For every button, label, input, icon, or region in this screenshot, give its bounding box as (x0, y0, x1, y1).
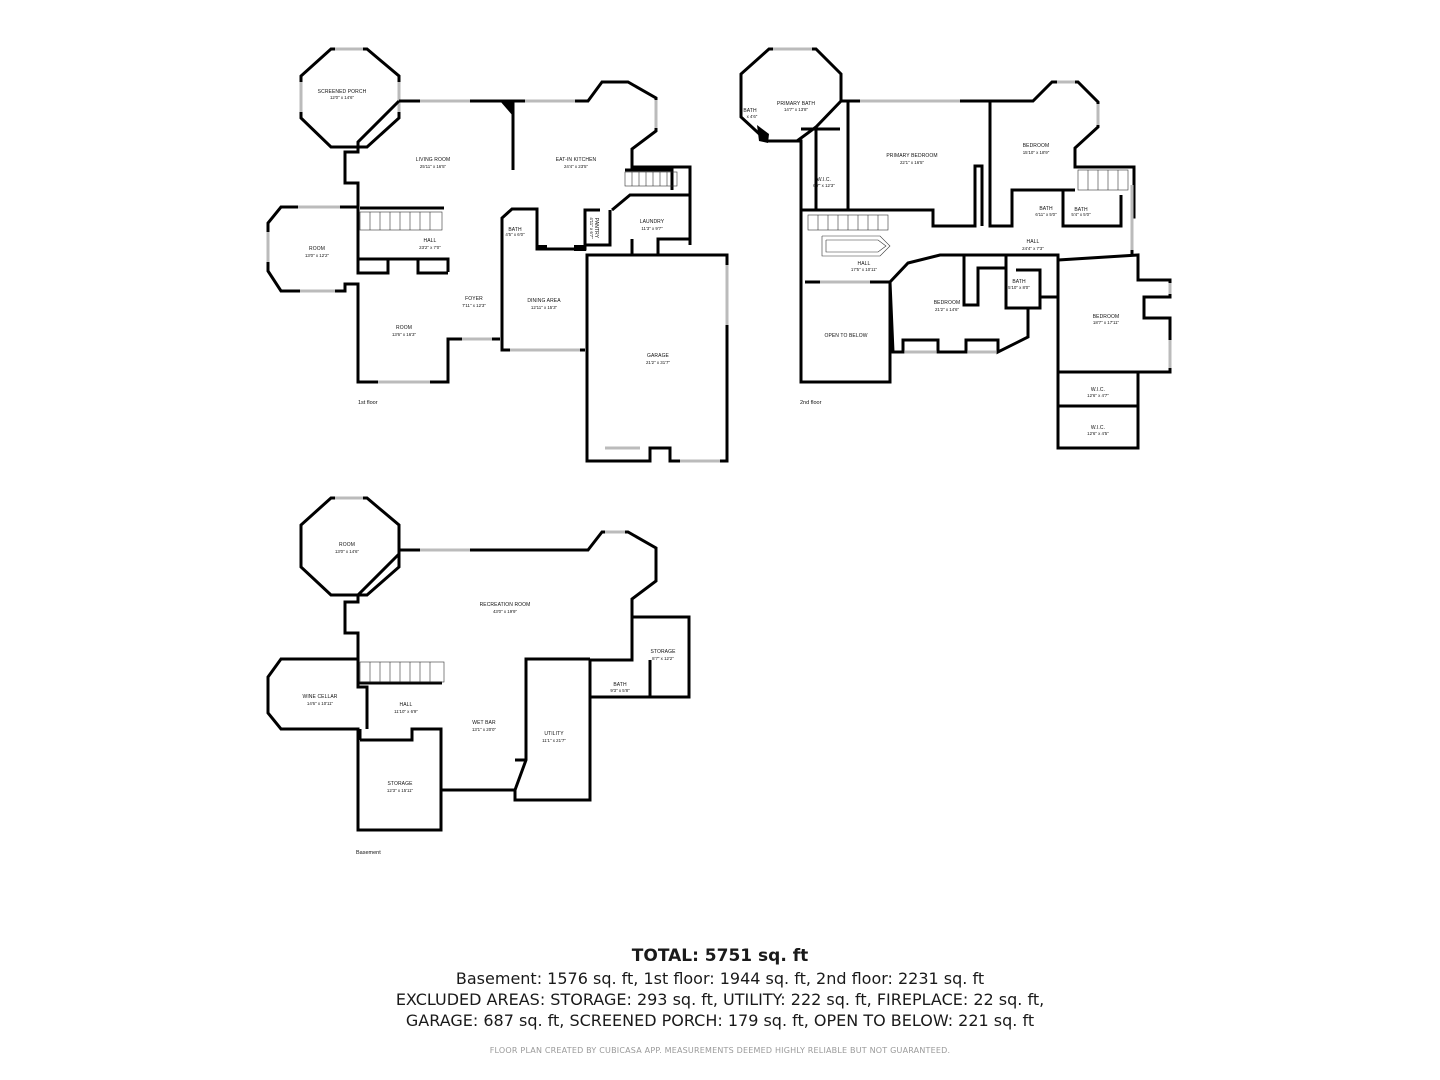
room-dimension: 12'3" x 15'11" (387, 788, 414, 793)
room-label: HALL (1027, 239, 1040, 245)
room-dimension: 14'7" x 13'8" (784, 107, 809, 112)
floor-name-label: 1st floor (358, 400, 378, 406)
room-label: BATH (508, 227, 522, 233)
room-dimension: 13'0" x 12'2" (305, 253, 330, 258)
room-dimension: x 4'6" (747, 114, 758, 119)
room-dimension: 22'1" x 16'5" (900, 160, 925, 165)
room-label: HALL (400, 702, 413, 708)
room-label: W.I.C. (817, 177, 831, 183)
second-floor-plan (739, 47, 1172, 450)
room-dimension: 14'6" x 10'11" (307, 701, 334, 706)
room-dimension: 24'4" x 23'5" (564, 164, 589, 169)
room-label: BATH (743, 108, 757, 114)
room-label: LAUNDRY (640, 219, 665, 225)
room-label: W.I.C. (1091, 425, 1105, 431)
first-floor-labels: SCREENED PORCH 12'0" x 14'6" LIVING ROOM… (305, 89, 671, 406)
room-label: FOYER (465, 296, 483, 302)
room-label: UTILITY (544, 731, 564, 737)
floor-name-label: 2nd floor (800, 400, 822, 406)
basement-room-octagon (299, 496, 401, 597)
room-dimension: 13'1" x 20'0" (472, 727, 497, 732)
room-dimension: 6'7" x 12'3" (813, 183, 835, 188)
room-label: RECREATION ROOM (480, 602, 531, 608)
room-dimension: 7'11" x 12'3" (462, 303, 486, 308)
room-label: HALL (858, 261, 871, 267)
room-dimension: 12'6" x 4'5" (1087, 431, 1109, 436)
room-dimension: 25'11" x 16'5" (420, 164, 447, 169)
room-dimension: 13'0" x 14'6" (335, 549, 360, 554)
room-dimension: 21'2" x 31'7" (646, 360, 671, 365)
room-label: DINING AREA (527, 298, 561, 304)
room-dimension: 6'11" x 5'0" (1035, 212, 1057, 217)
room-dimension: 13'6" x 16'3" (392, 332, 417, 337)
room-label: ROOM (396, 325, 412, 331)
room-label: WET BAR (472, 720, 496, 726)
basement-labels: ROOM 13'0" x 14'6" RECREATION ROOM 43'0"… (303, 542, 676, 856)
room-dimension: 21'2" x 14'6" (935, 307, 960, 312)
room-dimension: 17'5" x 10'11" (851, 267, 878, 272)
room-label: BATH (613, 682, 627, 688)
room-label: EAT-IN KITCHEN (556, 157, 597, 163)
room-label: SCREENED PORCH (318, 89, 367, 95)
room-label: WINE CELLAR (303, 694, 338, 700)
room-dimension: 5'10" x 8'0" (1008, 285, 1030, 290)
floor-name-label: Basement (356, 850, 381, 856)
room-dimension: 15'10" x 18'9" (1023, 150, 1050, 155)
room-label: OPEN TO BELOW (824, 333, 867, 339)
room-label: HALL (424, 238, 437, 244)
disclaimer-credit: FLOOR PLAN CREATED BY CUBICASA APP. MEAS… (489, 1046, 951, 1055)
room-label: BEDROOM (934, 300, 961, 306)
room-label: ROOM (309, 246, 325, 252)
room-label: GARAGE (647, 353, 670, 359)
room-dimension: 11'10" x 6'9" (394, 709, 418, 714)
room-label: STORAGE (650, 649, 676, 655)
room-label: BATH (1012, 279, 1026, 285)
primary-bath-octagon (739, 47, 843, 143)
room-dimension: 43'0" x 19'9" (493, 609, 518, 614)
second-floor-labels: PRIMARY BATH 14'7" x 13'8" BATH x 4'6" W… (743, 101, 1119, 436)
room-dimension: 18'7" x 17'11" (1093, 320, 1120, 325)
room-dimension: 23'2" x 7'0" (419, 245, 441, 250)
garage-walls (585, 253, 729, 463)
room-dimension: 12'6" x 4'7" (1087, 393, 1109, 398)
room-label: PRIMARY BEDROOM (886, 153, 937, 159)
room-dimension: 11'3" x 9'7" (641, 226, 663, 231)
room-label: STORAGE (387, 781, 413, 787)
room-label: BEDROOM (1023, 143, 1050, 149)
room-dimension: 11'1" x 21'7" (542, 738, 566, 743)
room-label: BATH (1039, 206, 1053, 212)
room-dimension: 8'7" x 12'2" (652, 656, 674, 661)
floor-areas-line: Basement: 1576 sq. ft, 1st floor: 1944 s… (455, 969, 985, 988)
basement-plan (266, 496, 691, 832)
room-dimension: 5'4" x 5'0" (1071, 212, 1091, 217)
room-dimension: 4'11" x 6'7" (589, 217, 594, 239)
room-dimension: 9'3" x 5'8" (610, 688, 630, 693)
room-label: BEDROOM (1093, 314, 1120, 320)
room-label: LIVING ROOM (416, 157, 450, 163)
basement-exterior-walls (266, 530, 691, 832)
second-floor-exterior-walls (841, 80, 1136, 255)
room-dimension: 24'4" x 7'3" (1022, 246, 1044, 251)
room-label: PRIMARY BATH (777, 101, 815, 107)
room-label: W.I.C. (1091, 387, 1105, 393)
excluded-areas-line-continued: GARAGE: 687 sq. ft, SCREENED PORCH: 179 … (405, 1011, 1035, 1030)
room-label: PANTRY (593, 218, 599, 239)
excluded-areas-line: EXCLUDED AREAS: STORAGE: 293 sq. ft, UTI… (395, 990, 1045, 1009)
room-dimension: 12'11" x 15'3" (531, 305, 558, 310)
room-label: BATH (1074, 207, 1088, 213)
room-dimension: 12'0" x 14'6" (330, 95, 355, 100)
room-dimension: 4'5" x 6'0" (505, 232, 525, 237)
total-area-heading: TOTAL: 5751 sq. ft (631, 946, 809, 966)
first-floor-plan (266, 47, 729, 463)
room-label: ROOM (339, 542, 355, 548)
